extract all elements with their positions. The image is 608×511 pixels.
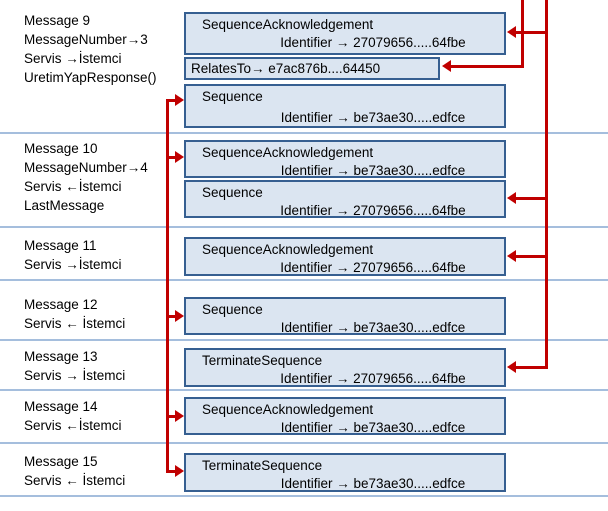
arrowhead-icon [175,151,184,163]
box-title: SequenceAcknowledgement [202,145,374,160]
box-title: Sequence [202,302,263,317]
connector-line [166,415,178,418]
message9-label-block: Message 9 MessageNumber→3 Servis →İstemc… [24,11,157,87]
connector-line [516,255,548,258]
section-divider [0,389,608,391]
msg10-sequence-box: Sequence Identifier → 27079656.....64fbe [184,180,506,218]
message-label-line: Message 10 [24,141,98,156]
box-identifier: Identifier → be73ae30.....edfce [280,320,466,335]
message-label-line: Message 11 [24,238,97,253]
msg10-sequenceacknowledgement-box: SequenceAcknowledgement Identifier → be7… [184,140,506,178]
box-identifier: Identifier → 27079656.....64fbe [280,260,466,275]
box-identifier: Identifier → 27079656.....64fbe [280,371,466,386]
message15-label-block: Message 15 Servis ← İstemci [24,452,125,490]
section-divider [0,226,608,228]
message11-label-block: Message 11 Servis →İstemci [24,236,122,274]
message-label-line: MessageNumber→4 [24,160,148,175]
message-label-line: Servis → İstemci [24,368,126,383]
box-identifier: Identifier → be73ae30.....edfce [280,476,466,491]
box-title: Sequence [202,185,263,200]
message-label-line: Message 13 [24,349,98,364]
arrowhead-icon [175,94,184,106]
message-label-line: UretimYapResponse() [24,70,157,85]
section-divider [0,132,608,134]
box-title: SequenceAcknowledgement [202,242,374,257]
connector-line [545,0,548,369]
message-label-line: Servis ←İstemci [24,418,122,433]
arrowhead-icon [507,361,516,373]
message-label-line: Message 9 [24,13,91,28]
arrowhead-icon [507,26,516,38]
msg15-terminatesequence-box: TerminateSequence Identifier → be73ae30.… [184,453,506,492]
section-divider [0,442,608,444]
connector-line [516,197,548,200]
arrowhead-icon [175,310,184,322]
box-identifier: Identifier → be73ae30.....edfce [280,110,466,125]
box-title: TerminateSequence [202,458,323,473]
message-label-line: MessageNumber→3 [24,32,148,47]
msg14-sequenceacknowledgement-box: SequenceAcknowledgement Identifier → be7… [184,397,506,435]
box-identifier: Identifier → be73ae30.....edfce [280,163,466,178]
message-label-line: Servis →İstemci [24,51,122,66]
box-title: RelatesTo→ e7ac876b....64450 [191,61,381,76]
message-label-line: Servis →İstemci [24,257,122,272]
arrowhead-icon [442,60,451,72]
box-identifier: Identifier → 27079656.....64fbe [280,203,466,218]
connector-line [166,315,178,318]
connector-line [166,99,178,102]
connector-line [166,99,169,473]
msg9-relatesto-box: RelatesTo→ e7ac876b....64450 [184,57,440,80]
connector-line [166,156,178,159]
connector-line [521,0,524,68]
arrowhead-icon [175,410,184,422]
message-label-line: Message 15 [24,454,98,469]
section-divider [0,339,608,341]
message12-label-block: Message 12 Servis ← İstemci [24,295,125,333]
box-title: SequenceAcknowledgement [202,402,374,417]
box-title: Sequence [202,89,263,104]
message-label-line: LastMessage [24,198,105,213]
arrowhead-icon [507,250,516,262]
message-label-line: Message 12 [24,297,98,312]
connector-line [516,366,548,369]
connector-line [516,31,548,34]
message14-label-block: Message 14 Servis ←İstemci [24,397,122,435]
msg12-sequence-box: Sequence Identifier → be73ae30.....edfce [184,297,506,335]
section-divider [0,495,608,497]
section-divider [0,279,608,281]
message-label-line: Servis ← İstemci [24,473,126,488]
box-title: TerminateSequence [202,353,323,368]
box-identifier: Identifier → be73ae30.....edfce [280,420,466,435]
message-label-line: Message 14 [24,399,98,414]
message-label-line: Servis ← İstemci [24,316,126,331]
message10-label-block: Message 10 MessageNumber→4 Servis ←İstem… [24,139,148,215]
msg11-sequenceacknowledgement-box: SequenceAcknowledgement Identifier → 270… [184,237,506,276]
arrowhead-icon [507,192,516,204]
message-label-line: Servis ←İstemci [24,179,122,194]
message13-label-block: Message 13 Servis → İstemci [24,347,125,385]
box-identifier: Identifier → 27079656.....64fbe [280,35,466,50]
box-title: SequenceAcknowledgement [202,17,374,32]
connector-line [451,65,524,68]
arrowhead-icon [175,465,184,477]
msg9-sequence-box: Sequence Identifier → be73ae30.....edfce [184,84,506,128]
connector-line [166,470,178,473]
msg9-sequenceacknowledgement-box: SequenceAcknowledgement Identifier → 270… [184,12,506,55]
msg13-terminatesequence-box: TerminateSequence Identifier → 27079656.… [184,348,506,387]
